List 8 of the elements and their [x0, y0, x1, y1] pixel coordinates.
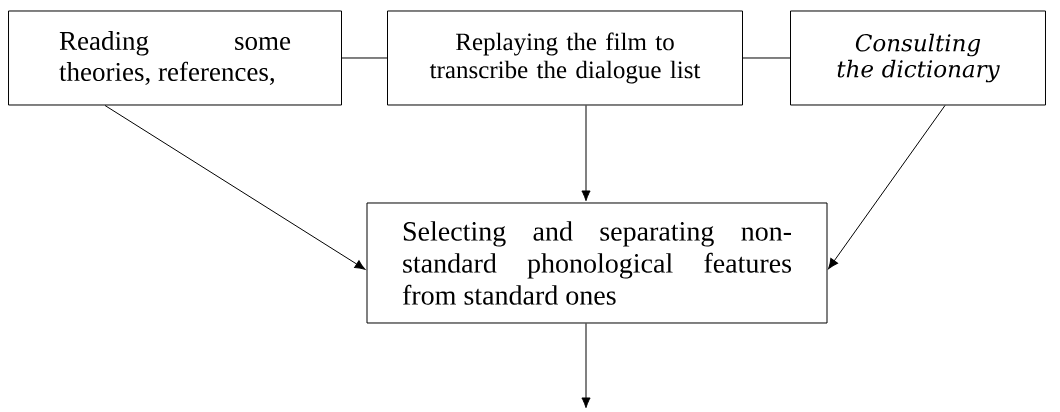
arrow: [581, 105, 591, 202]
arrow: [828, 105, 946, 270]
process-box: Replaying the film to transcribe the dialogue list: [387, 10, 743, 106]
arrow: [581, 323, 591, 409]
process-box: Consulting the dictionary: [790, 10, 1046, 106]
process-box: Reading some theories, references,: [8, 10, 342, 106]
process-box: Selecting and separating non-standard phonological features from standard ones: [366, 202, 828, 324]
arrow: [104, 105, 366, 270]
